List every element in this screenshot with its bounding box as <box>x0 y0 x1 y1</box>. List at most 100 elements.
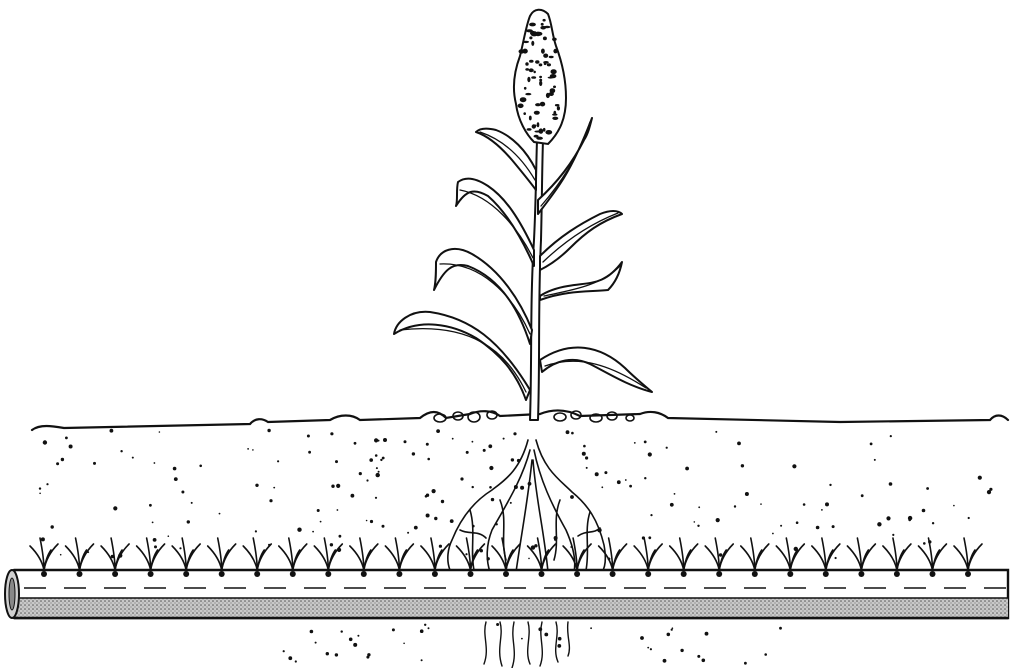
soil-dot <box>366 520 368 522</box>
soil-dot <box>61 458 64 461</box>
panicle-grain <box>555 104 560 106</box>
seedling <box>918 538 946 570</box>
soil-dot <box>650 648 652 650</box>
soil-dot <box>339 535 342 538</box>
soil-dot <box>349 638 353 642</box>
soil-dot <box>953 505 955 507</box>
soil-dot <box>874 459 876 461</box>
emitter-dot <box>716 571 722 577</box>
soil-dot <box>780 525 782 527</box>
emitter-dot <box>183 571 189 577</box>
soil-dot <box>41 537 45 541</box>
soil-dot <box>353 643 357 647</box>
soil-dot <box>93 462 96 465</box>
soil-dot <box>648 452 652 456</box>
seedling <box>776 538 804 570</box>
soil-dot <box>466 451 469 454</box>
panicle-grain <box>534 111 540 115</box>
soil-dot <box>331 485 334 488</box>
soil-dot <box>488 444 492 448</box>
panicle-grain <box>523 41 529 43</box>
soil-dot <box>604 471 607 474</box>
seedling <box>350 538 378 570</box>
soil-dot <box>39 487 41 489</box>
panicle-grain <box>529 68 534 72</box>
seedling <box>314 538 342 570</box>
panicle-grain <box>534 71 536 74</box>
panicle-grain <box>520 97 527 102</box>
panicle-grain <box>540 26 546 30</box>
soil-dot <box>570 495 574 499</box>
panicle-grain <box>539 79 542 82</box>
soil-dot <box>382 457 385 460</box>
soil-dot <box>832 525 835 528</box>
soil-dot <box>154 545 157 548</box>
seedling <box>30 538 58 570</box>
emitter-dot <box>41 571 47 577</box>
soil-dot <box>187 520 190 523</box>
soil-dot <box>255 530 257 532</box>
soil-dot <box>51 525 54 528</box>
soil-dot <box>821 509 823 511</box>
soil-dot <box>295 660 297 662</box>
seedling <box>528 538 556 570</box>
soil-dot <box>586 467 588 469</box>
soil-dot <box>159 431 161 433</box>
panicle-grain <box>549 56 554 58</box>
soil-dot <box>247 448 249 450</box>
soil-surface <box>32 410 1008 430</box>
soil-dot <box>716 518 720 522</box>
seedling <box>741 538 769 570</box>
seedling <box>492 538 520 570</box>
soil-dot <box>297 528 301 532</box>
soil-dot <box>861 494 864 497</box>
soil-dot <box>432 489 436 493</box>
soil-dot <box>269 499 272 502</box>
emitter-dot <box>361 571 367 577</box>
soil-dot <box>674 493 676 495</box>
panicle-grain <box>539 81 542 86</box>
soil-dot <box>558 637 562 641</box>
panicle-grain <box>526 29 533 32</box>
soil-dot <box>191 502 193 504</box>
soil-dot <box>351 494 355 498</box>
seedling <box>243 538 271 570</box>
soil-dot <box>472 486 474 488</box>
deep-roots <box>484 622 569 668</box>
soil-dot <box>908 518 911 521</box>
soil-dot <box>816 526 820 530</box>
panicle-grain <box>546 93 550 98</box>
soil-dot <box>357 635 359 637</box>
seedling <box>101 538 129 570</box>
soil-dot <box>647 647 649 649</box>
soil-dot <box>491 498 494 501</box>
soil-dot <box>273 487 275 489</box>
soil-dot <box>380 459 382 461</box>
soil-dot <box>650 514 652 516</box>
soil-dot <box>489 466 493 470</box>
soil-dot <box>335 460 338 463</box>
soil-dot <box>392 628 395 631</box>
plant-leaf <box>434 249 532 344</box>
soil-dot <box>426 514 430 518</box>
seedling <box>279 538 307 570</box>
emitter-dot <box>112 571 118 577</box>
soil-dot <box>219 513 221 515</box>
soil-dot <box>719 553 722 556</box>
soil-dot <box>154 462 156 464</box>
emitter-dot <box>574 571 580 577</box>
soil-dot <box>922 509 926 513</box>
panicle-grain <box>557 106 560 110</box>
soil-dot <box>308 451 311 454</box>
soil-dot <box>465 553 467 555</box>
emitter-dot <box>787 571 793 577</box>
soil-dot <box>634 442 636 444</box>
soil-dot <box>307 435 310 438</box>
emitter-dot <box>539 571 545 577</box>
soil-dot <box>835 557 837 559</box>
panicle-grain <box>540 102 545 107</box>
seedling <box>137 538 165 570</box>
panicle-grain <box>531 76 536 79</box>
soil-dot <box>640 636 644 640</box>
